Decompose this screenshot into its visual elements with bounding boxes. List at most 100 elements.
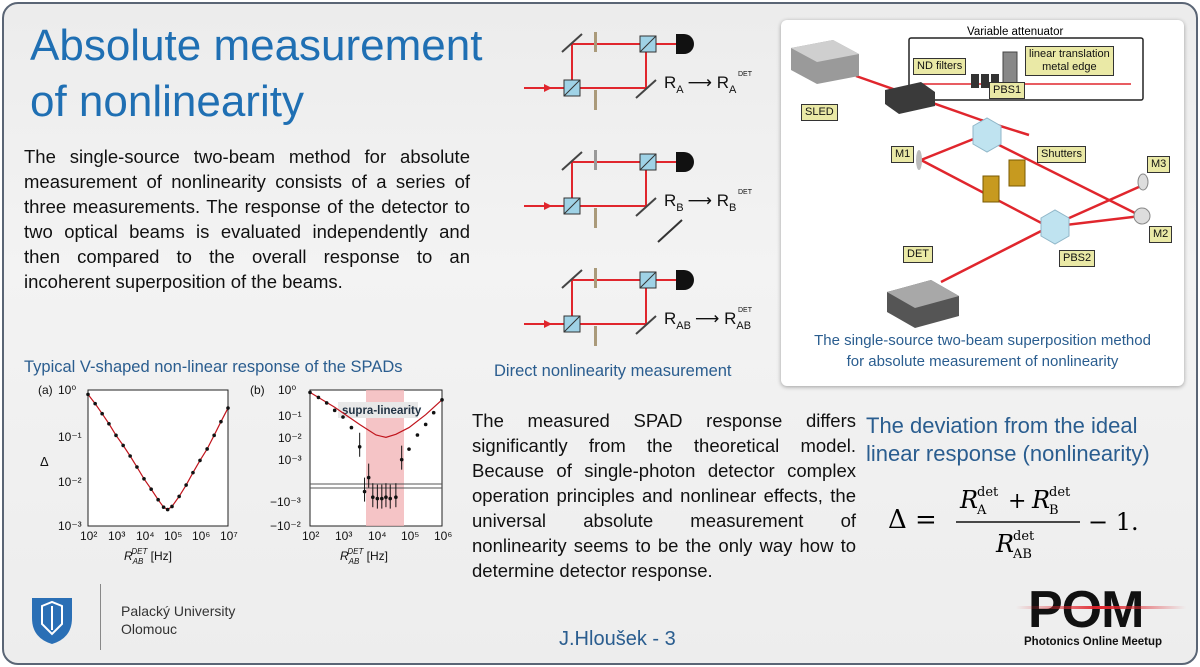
- b-ytick: 10⁻²: [278, 431, 302, 445]
- a-data-point: [86, 392, 90, 397]
- pom-logo: POM Photonics Online Meetup: [1016, 581, 1186, 656]
- b-data-point: [384, 495, 388, 499]
- row-label: RA⟶ RA: [664, 73, 737, 96]
- panel-a-frame: [87, 389, 229, 527]
- mirror: [657, 219, 683, 243]
- a-ytick: 10⁰: [58, 383, 76, 397]
- svg-text:B: B: [1049, 503, 1059, 518]
- plots-caption: Typical V-shaped non-linear response of …: [24, 358, 403, 376]
- mirror: [635, 315, 657, 335]
- a-ylabel: Δ: [40, 454, 49, 469]
- pbs2-label: PBS2: [1059, 250, 1096, 267]
- shutter-2: [1008, 159, 1026, 187]
- result-paragraph: The measured SPAD response differs signi…: [472, 410, 856, 581]
- b-data-point: [308, 390, 312, 395]
- panel-a-label: (a): [38, 383, 53, 397]
- b-ytick: −10⁻³: [270, 495, 301, 509]
- a-xtick: 10²: [80, 529, 97, 543]
- supra-linearity-label: supra-linearity: [342, 405, 422, 417]
- b-data-point: [423, 422, 428, 427]
- formula-numerator: R A det + R B det: [959, 485, 1071, 518]
- a-data-point: [170, 504, 174, 509]
- a-data-point: [205, 447, 209, 451]
- panel-b-yticks: 10⁰ 10⁻¹ 10⁻² 10⁻³ −10⁻³ −10⁻²: [270, 383, 302, 533]
- m3-label: M3: [1147, 156, 1171, 173]
- svg-text:+: +: [1008, 489, 1026, 514]
- det-label: DET: [903, 246, 933, 263]
- panel-b-series: [308, 390, 444, 509]
- university-name: Palacký University Olomouc: [121, 603, 236, 637]
- a-data-point: [114, 433, 118, 438]
- nonlinearity-formula: Δ = R A det + R B det R AB det − 1.: [888, 485, 1139, 562]
- beam-loop: [918, 134, 1146, 229]
- pbs1-label: PBS1: [989, 82, 1026, 99]
- a-data-point: [191, 470, 195, 475]
- setup-diagram: [791, 37, 1151, 328]
- a-ytick: 10⁻³: [58, 519, 82, 533]
- mirror: [561, 269, 583, 289]
- row-label-sup: DET: [738, 307, 753, 314]
- a-xtick: 10⁶: [192, 529, 210, 543]
- attenuator-title: Variable attenuator: [967, 26, 1064, 38]
- panel-a-series: [86, 392, 230, 512]
- nd-filters-label: ND filters: [913, 58, 967, 75]
- logo-divider: [100, 584, 101, 650]
- diagram-row: RAB⟶ RABDET: [524, 268, 753, 346]
- a-ytick: 10⁻¹: [58, 430, 82, 444]
- shutter: [594, 150, 597, 170]
- row-label-sup: DET: [738, 189, 753, 196]
- b-data-point: [415, 433, 420, 437]
- b-data-point: [332, 408, 337, 413]
- b-data-point: [407, 447, 411, 451]
- a-data-point: [212, 433, 216, 438]
- a-data-point: [184, 483, 188, 487]
- b-data-point: [394, 495, 398, 499]
- deviation-title: The deviation from the ideal linear resp…: [866, 413, 1150, 466]
- mirror-m3: [1137, 173, 1149, 191]
- b-xtick: 10³: [335, 529, 352, 543]
- svg-text:det: det: [1049, 485, 1071, 500]
- m1-label: M1: [891, 146, 915, 163]
- b-data-point: [399, 457, 404, 462]
- svg-text:det: det: [1013, 529, 1035, 544]
- b-data-point: [388, 496, 393, 501]
- nd-filter: [981, 74, 989, 88]
- shutter-1: [982, 175, 1000, 203]
- svg-text:R: R: [995, 530, 1014, 558]
- b-xlabel: RABDET [Hz]: [340, 547, 388, 566]
- page-title: Absolute measurement of nonlinearity: [30, 21, 483, 126]
- a-xtick: 10³: [108, 529, 125, 543]
- b-data-point: [349, 425, 354, 430]
- pbs1-cube: [972, 117, 1002, 153]
- beam-out: [940, 225, 1050, 284]
- sled-label: SLED: [801, 104, 838, 121]
- b-data-point: [366, 475, 371, 480]
- b-xtick: 10⁴: [368, 529, 387, 543]
- shutter: [594, 208, 597, 228]
- a-data-point: [142, 476, 146, 481]
- pom-logo-big: POM: [1028, 581, 1144, 639]
- b-data-point: [341, 415, 345, 419]
- row-label-sup: DET: [738, 71, 753, 78]
- b-data-point: [362, 489, 367, 494]
- shutter: [594, 90, 597, 110]
- pom-laser-line: [1016, 606, 1186, 609]
- a-data-point: [107, 421, 111, 426]
- university-logo-icon: [32, 598, 72, 644]
- b-data-point: [357, 444, 362, 449]
- svg-text:det: det: [977, 485, 999, 500]
- svg-text:A: A: [976, 503, 987, 518]
- a-xlabel: RABDET [Hz]: [124, 547, 172, 566]
- b-ytick: −10⁻²: [270, 519, 301, 533]
- a-data-point: [161, 505, 166, 509]
- svg-text:R: R: [1031, 486, 1050, 514]
- intro-paragraph: The single-source two-beam method for ab…: [24, 146, 470, 292]
- b-data-point: [440, 398, 444, 402]
- nd-filter: [991, 74, 999, 88]
- a-data-point: [121, 443, 125, 448]
- svg-text:AB: AB: [1012, 547, 1032, 562]
